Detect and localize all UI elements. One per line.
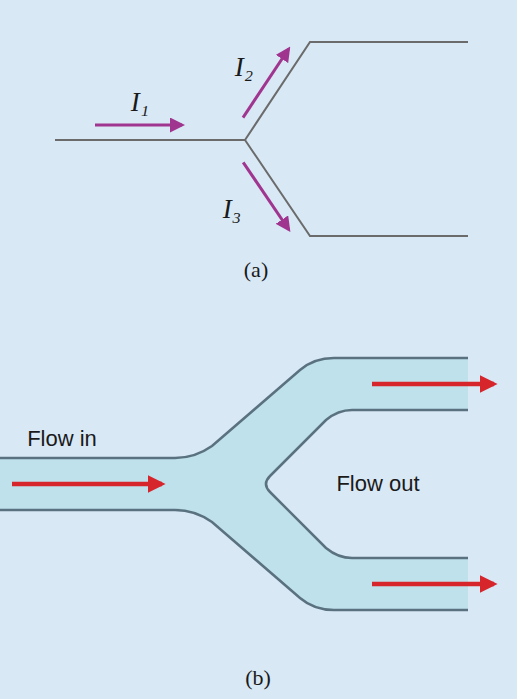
flow-label: Flow out bbox=[336, 472, 419, 496]
wire bbox=[55, 139, 245, 141]
pipe-wall bbox=[266, 410, 468, 558]
pipe-fluid bbox=[0, 358, 468, 610]
current-arrows bbox=[95, 49, 289, 230]
current-label: I₃ bbox=[223, 195, 241, 225]
pipe-walls bbox=[0, 358, 468, 610]
current-label: I₁ bbox=[131, 88, 149, 118]
flow-arrow bbox=[372, 382, 494, 387]
flow-arrows bbox=[12, 384, 494, 584]
wire bbox=[245, 140, 468, 236]
flow-arrow bbox=[12, 482, 162, 487]
wire bbox=[245, 42, 468, 140]
current-label: I₂ bbox=[235, 53, 253, 83]
flow-arrow bbox=[372, 582, 494, 587]
flow-label: Flow in bbox=[27, 427, 97, 451]
current-arrow bbox=[243, 162, 289, 229]
part-label: (a) bbox=[244, 258, 268, 282]
part-label: (b) bbox=[245, 666, 271, 690]
wire-junction bbox=[55, 42, 468, 236]
pipe-wall bbox=[0, 510, 468, 610]
pipe-wall bbox=[0, 358, 468, 458]
current-arrow bbox=[95, 124, 182, 127]
